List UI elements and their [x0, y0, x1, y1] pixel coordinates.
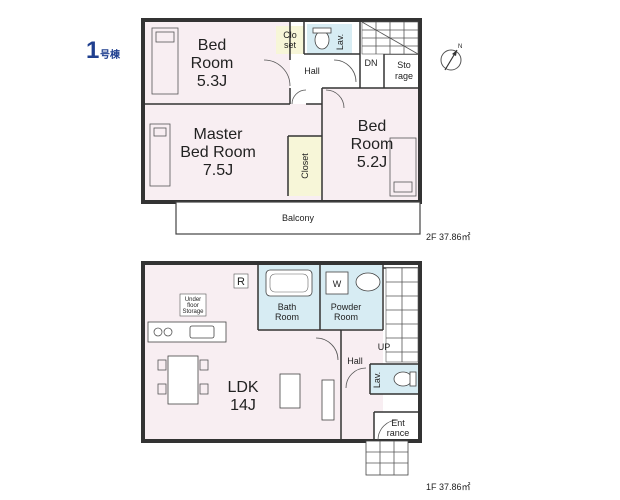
stairs-1f: [385, 267, 419, 363]
compass-icon: N: [440, 44, 462, 71]
area-label-2f: 2F 37.86㎡: [426, 232, 471, 242]
room-label-closet-b: Closet: [300, 153, 310, 179]
kitchen-counter: [147, 321, 227, 343]
room-label-master-3: 7.5J: [203, 162, 233, 179]
room-label-ldk-1: LDK: [227, 379, 258, 396]
room-label-master-2: Bed Room: [180, 144, 256, 161]
bed-icon: [151, 27, 179, 95]
room-label-dn: DN: [365, 58, 378, 68]
dining-table-icon: [157, 355, 209, 405]
room-label-bedroom-b-2: Room: [351, 136, 394, 153]
closet-b-floor: [288, 136, 322, 196]
room-label-up: UP: [378, 342, 391, 352]
basin-icon: [355, 272, 381, 292]
wall-1f-outer: [141, 261, 422, 443]
room-label-powder-1: Powder: [331, 302, 362, 312]
room-label-storage-2: rage: [395, 71, 413, 81]
room-label-bedroom-b-3: 5.2J: [357, 154, 387, 171]
bedroom-b-floor: [322, 88, 420, 202]
bed-icon: [149, 123, 171, 187]
refrigerator-marker: [233, 273, 249, 289]
room-label-bath-1: Bath: [278, 302, 297, 312]
room-label-balcony: Balcony: [282, 213, 315, 223]
room-label-lav-1f: Lav.: [372, 372, 382, 388]
toilet-icon: [393, 371, 417, 387]
room-label-under-floor-2: floor: [187, 303, 199, 309]
toilet-icon: [312, 27, 332, 50]
compass-label: N: [458, 44, 462, 50]
under-floor-storage: [179, 293, 207, 317]
room-label-under-floor-1: Under: [185, 297, 201, 303]
room-label-bedroom-a-1: Bed: [198, 37, 226, 54]
marker-r: R: [237, 276, 245, 288]
building-suffix: 号棟: [100, 48, 121, 61]
room-label-ldk-2: 14J: [230, 397, 256, 414]
entrance-steps: [365, 440, 409, 476]
room-label-hall-2f: Hall: [304, 66, 320, 76]
room-label-entrance-1: Ent: [391, 418, 405, 428]
balcony: [175, 201, 421, 235]
entrance-floor: [374, 412, 418, 441]
room-label-powder-2: Room: [334, 312, 358, 322]
room-label-entrance-2: rance: [387, 428, 410, 438]
room-label-storage-1: Sto: [397, 60, 411, 70]
room-label-bedroom-b-1: Bed: [358, 118, 386, 135]
room-label-hall-1f: Hall: [347, 356, 363, 366]
room-label-bedroom-a-3: 5.3J: [197, 73, 227, 90]
building-label: 1 号棟: [86, 37, 121, 64]
bathtub-icon: [265, 269, 313, 297]
doors-1f: [315, 337, 399, 441]
area-label-1f: 1F 37.86㎡: [426, 482, 471, 492]
marker-w: W: [333, 279, 342, 289]
floor-1f: R W Bath Room Powder Room Under floor St…: [141, 261, 471, 492]
stairs-2f: [361, 21, 419, 55]
room-label-lav-2f: Lav.: [335, 34, 345, 50]
sofa-icon: [279, 373, 335, 421]
floor-2f: Bed Room 5.3J Clo set Lav. Hall DN Sto r…: [141, 18, 471, 242]
doors-2f: [263, 59, 357, 109]
room-label-under-floor-3: Storage: [182, 309, 204, 315]
room-label-master-1: Master: [194, 126, 244, 143]
washer-icon: [325, 271, 349, 295]
bed-icon: [389, 137, 417, 197]
room-label-bedroom-a-2: Room: [191, 55, 234, 72]
room-label-bath-2: Room: [275, 312, 299, 322]
bedroom-a-floor: [144, 20, 290, 104]
room-label-closet-a-1: Clo: [283, 30, 297, 40]
room-label-closet-a-2: set: [284, 40, 297, 50]
building-number: 1: [86, 37, 99, 64]
